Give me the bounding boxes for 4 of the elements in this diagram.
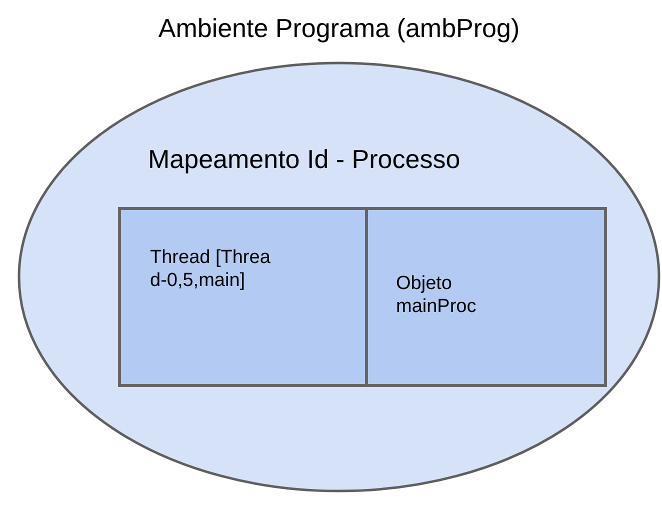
table-heading: Mapeamento Id - Processo bbox=[148, 143, 460, 175]
cell-text: Thread [Thread-0,5,main] bbox=[150, 246, 272, 292]
title: Ambiente Programa (ambProg) bbox=[157, 12, 521, 44]
cell-text: Objeto mainProc bbox=[396, 272, 478, 318]
